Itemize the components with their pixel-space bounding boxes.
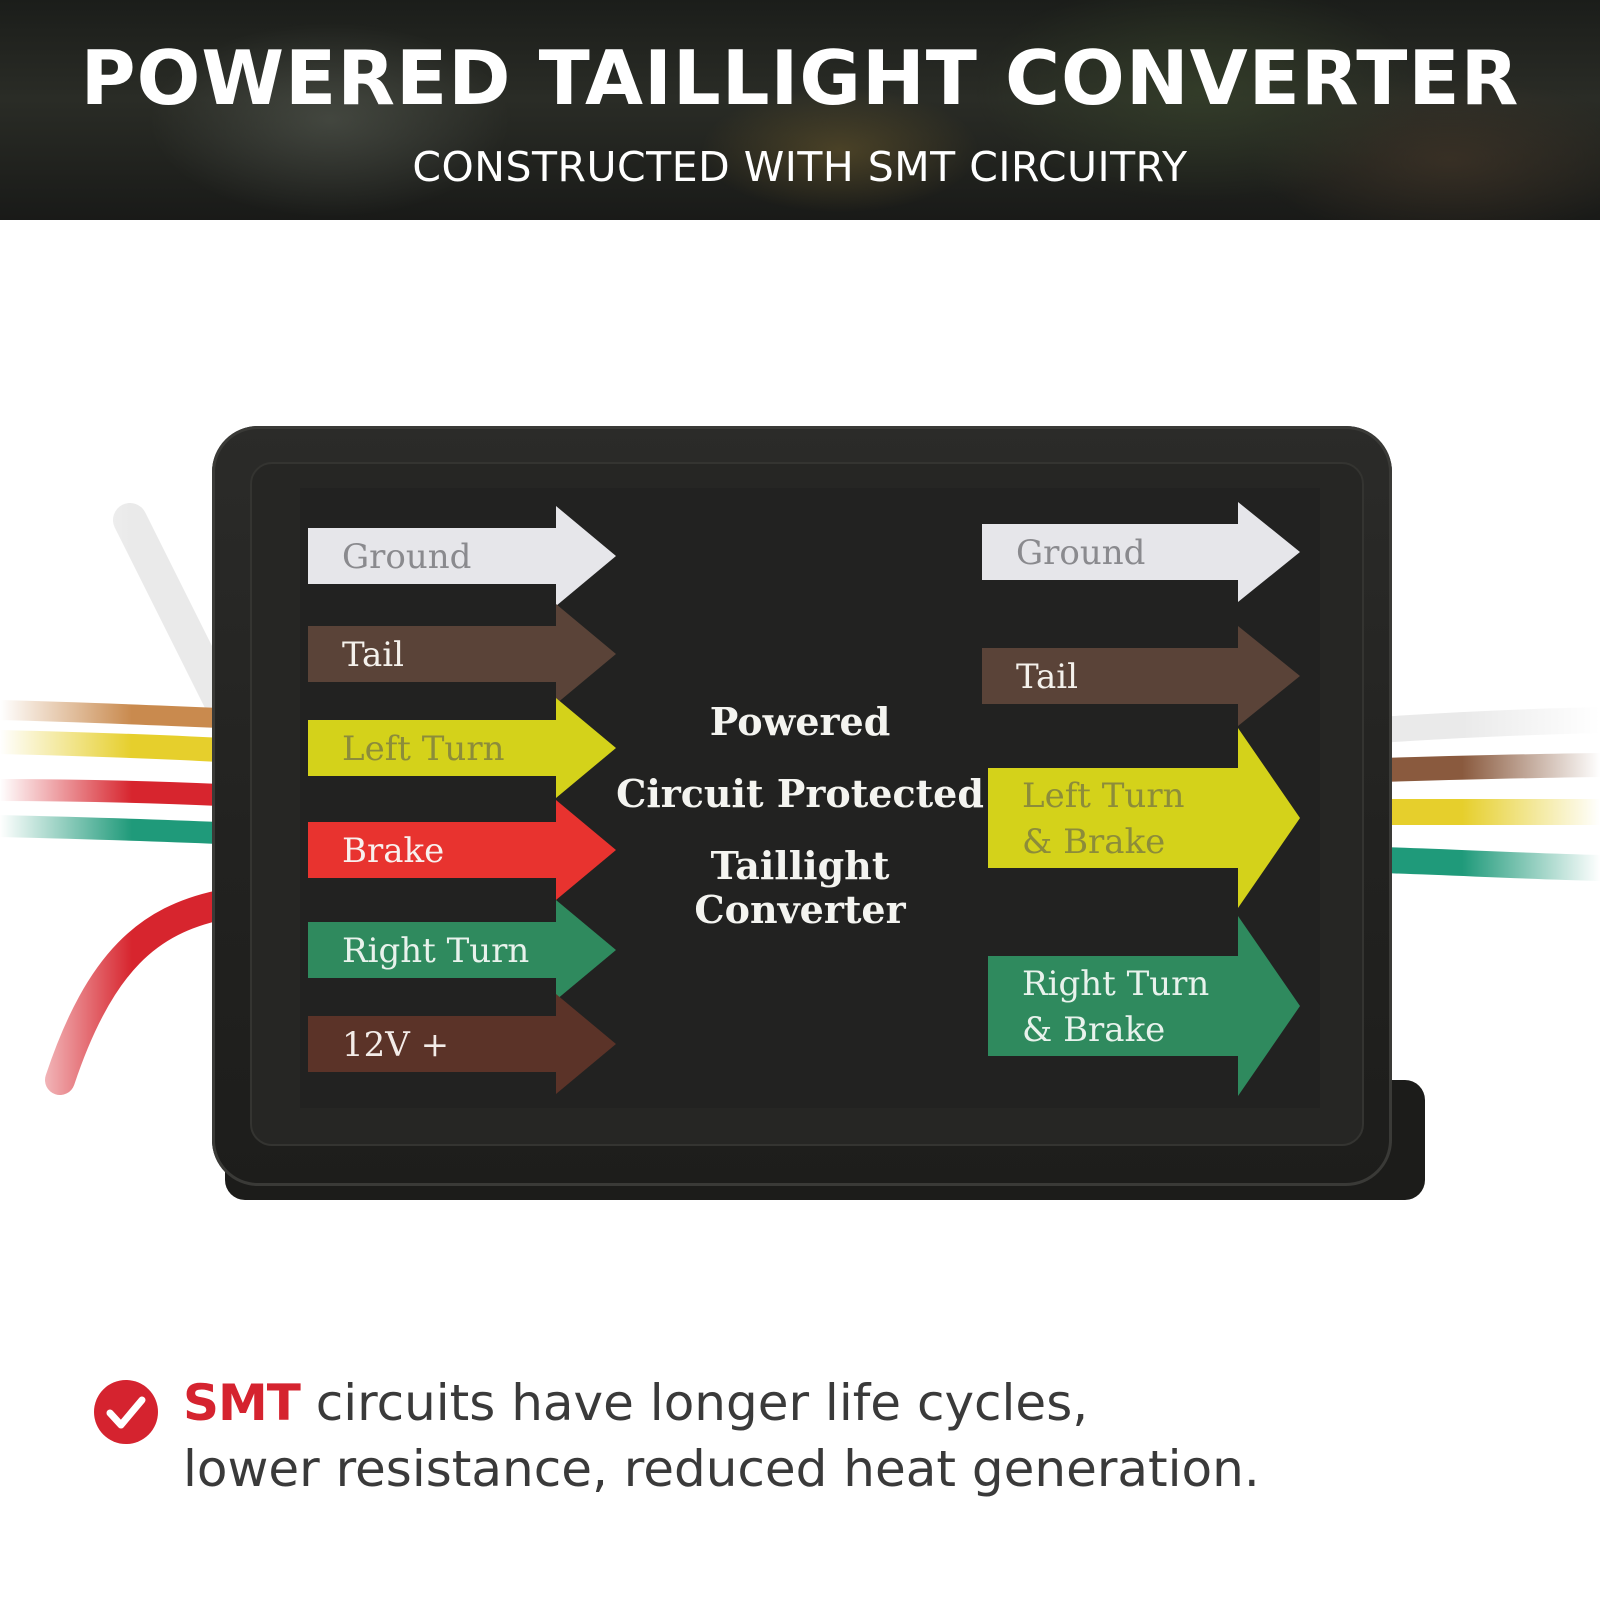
center-text-line-3: Taillight Converter (694, 843, 906, 932)
left-arrow-1-label: Ground (342, 537, 471, 577)
right-arrow-3-label: Left Turn (1022, 776, 1184, 816)
left-arrow-6-shape (308, 994, 616, 1094)
claim-accent: SMT (183, 1374, 301, 1432)
check-circle-icon (94, 1380, 158, 1444)
claim-line-2: lower resistance, reduced heat generatio… (183, 1440, 1260, 1498)
right-arrow-2-label: Tail (1016, 657, 1078, 697)
hero-banner: POWERED TAILLIGHT CONVERTER CONSTRUCTED … (0, 0, 1600, 220)
left-arrow-3-label: Left Turn (342, 729, 504, 769)
right-arrow-1-shape (982, 502, 1300, 602)
banner-subtitle: CONSTRUCTED WITH SMT CIRCUITRY (412, 143, 1188, 191)
center-text-line-2: Circuit Protected (616, 771, 984, 816)
left-arrow-2-shape (308, 604, 616, 704)
right-arrow-4-shape (988, 916, 1300, 1096)
claim-line-1: SMT circuits have longer life cycles, (183, 1370, 1088, 1436)
left-arrow-6: 12V + (308, 994, 616, 1094)
right-arrow-4-label: & Brake (1022, 1010, 1165, 1050)
right-wires (1367, 680, 1600, 900)
right-arrow-3-shape (988, 728, 1300, 908)
left-arrow-2: Tail (308, 604, 616, 704)
right-arrow-2: Tail (982, 626, 1300, 726)
banner-background-photo (0, 0, 1600, 220)
center-text-line-1: Powered (709, 699, 891, 744)
left-arrow-3: Left Turn (308, 698, 616, 798)
left-arrow-4: Brake (308, 800, 616, 900)
banner-title: POWERED TAILLIGHT CONVERTER (80, 34, 1520, 122)
right-arrow-4-label: Right Turn (1022, 964, 1209, 1004)
right-arrow-3: Left Turn & Brake (988, 728, 1300, 908)
left-arrow-4-shape (308, 800, 616, 900)
right-arrow-3-label: & Brake (1022, 822, 1165, 862)
left-arrow-5: Right Turn (308, 900, 616, 1000)
left-arrow-3-shape (308, 698, 616, 798)
left-arrow-1-shape (308, 506, 616, 606)
claim-line-1-text: circuits have longer life cycles, (299, 1374, 1089, 1432)
left-arrow-1: Ground (308, 506, 616, 606)
right-arrow-1: Ground (982, 502, 1300, 602)
left-arrow-4-label: Brake (342, 831, 444, 871)
right-arrow-1-label: Ground (1016, 533, 1145, 573)
right-arrow-2-shape (982, 626, 1300, 726)
left-arrow-5-shape (308, 900, 616, 1000)
right-arrow-4: Right Turn & Brake (988, 916, 1300, 1096)
left-arrow-6-label: 12V + (342, 1025, 449, 1065)
left-arrow-5-label: Right Turn (342, 931, 529, 971)
left-arrow-2-label: Tail (342, 635, 404, 675)
